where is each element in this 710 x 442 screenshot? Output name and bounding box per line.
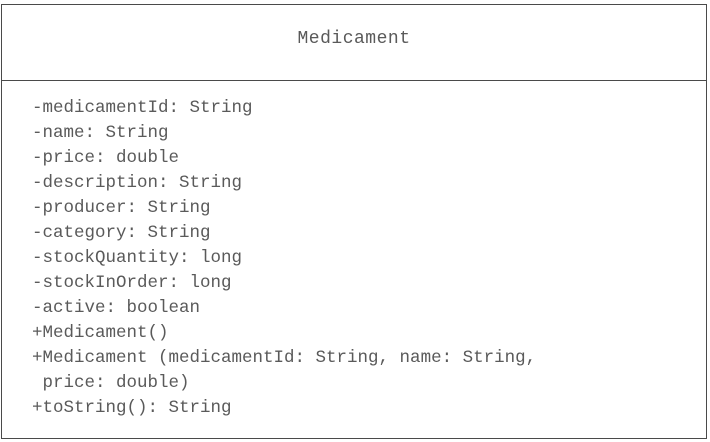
- member-line: price: double): [32, 373, 190, 393]
- member-line: +Medicament(): [32, 323, 169, 343]
- member-line: -medicamentId: String: [32, 98, 253, 118]
- member-line: -price: double: [32, 148, 180, 168]
- uml-class-box: Medicament -medicamentId: String -name: …: [1, 4, 707, 439]
- member-line: -active: boolean: [32, 298, 201, 318]
- class-name: Medicament: [297, 29, 411, 49]
- class-name-compartment: Medicament: [2, 5, 706, 81]
- member-line: +toString(): String: [32, 398, 232, 418]
- member-line: -name: String: [32, 123, 169, 143]
- member-line: -producer: String: [32, 198, 211, 218]
- member-line: -stockQuantity: long: [32, 248, 243, 268]
- member-line: +Medicament (medicamentId: String, name:…: [32, 348, 537, 368]
- member-line: -description: String: [32, 173, 243, 193]
- member-line: -category: String: [32, 223, 211, 243]
- member-line: -stockInOrder: long: [32, 273, 232, 293]
- members-compartment: -medicamentId: String -name: String -pri…: [2, 81, 706, 421]
